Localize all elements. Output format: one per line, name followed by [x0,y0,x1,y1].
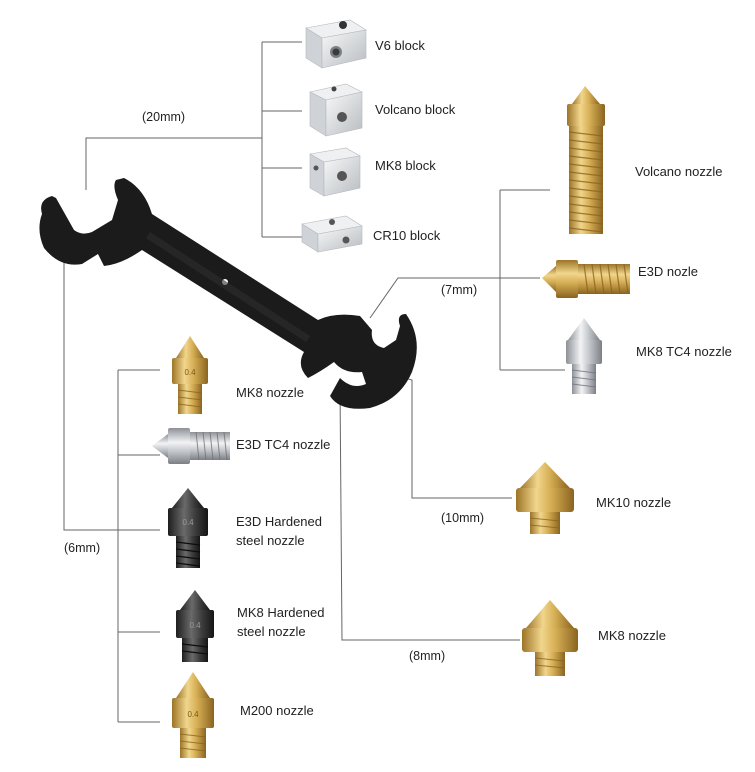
label-mk8-tc4-nozzle: MK8 TC4 nozzle [636,344,732,359]
label-mk8-block: MK8 block [375,158,436,173]
v6-block-image [305,19,367,69]
label-volcano-block: Volcano block [375,102,456,117]
mk8-tc4-nozzle-image [566,318,602,394]
label-v6-block: V6 block [375,38,425,53]
e3d-nozzle-image [542,260,630,298]
e3d-hardened-steel-nozzle-image: 0.4 [168,488,208,568]
label-volcano-nozzle: Volcano nozzle [635,164,723,179]
dimension-label-7mm: (7mm) [441,283,478,297]
label-m200-nozzle: M200 nozzle [240,703,314,718]
mk8-block-image [309,147,361,197]
connector-10mm [381,371,512,499]
mk10-nozzle-image [516,462,574,534]
nozzle-size-mark: 0.4 [182,518,194,527]
label-mk8-nozzle-8mm: MK8 nozzle [598,628,666,643]
label-mk10-nozzle: MK10 nozzle [596,495,672,510]
dimension-label-20mm: (20mm) [142,110,186,124]
nozzle-size-mark: 0.4 [184,368,196,377]
dimension-label-8mm: (8mm) [409,649,446,663]
label-line: E3D Hardened [236,514,322,529]
label-line: MK8 Hardened [237,605,325,620]
dimension-label-10mm: (10mm) [441,511,485,525]
volcano-nozzle-image [567,86,605,234]
label-mk8-hardened-steel-nozzle: MK8 Hardened steel nozzle [237,603,357,641]
mk8-nozzle-6mm-image: 0.4 [172,336,208,414]
nozzle-size-mark: 0.4 [187,710,199,719]
cr10-block-image [301,215,363,253]
multi-size-wrench [39,178,417,409]
wrench-body [39,178,417,409]
label-mk8-nozzle-6mm: MK8 nozzle [236,385,304,400]
nozzle-size-mark: 0.4 [189,621,201,630]
volcano-block-image [309,83,363,137]
mk8-hardened-steel-nozzle-image: 0.4 [176,590,214,662]
label-line: steel nozzle [236,533,305,548]
connector-20mm [85,137,262,190]
mk8-nozzle-8mm-image [522,600,578,676]
e3d-tc4-nozzle-image [152,428,230,464]
label-e3d-tc4-nozzle: E3D TC4 nozzle [236,437,331,452]
label-cr10-block: CR10 block [373,228,441,243]
dimension-label-6mm: (6mm) [64,541,101,555]
label-e3d-hardened-steel-nozzle: E3D Hardened steel nozzle [236,512,356,550]
connector-7mm [369,277,500,319]
label-line: steel nozzle [237,624,306,639]
m200-nozzle-image: 0.4 [172,672,214,758]
connector-8mm [339,384,520,641]
connector-6mm [63,262,118,531]
label-e3d-nozle: E3D nozle [638,264,698,279]
